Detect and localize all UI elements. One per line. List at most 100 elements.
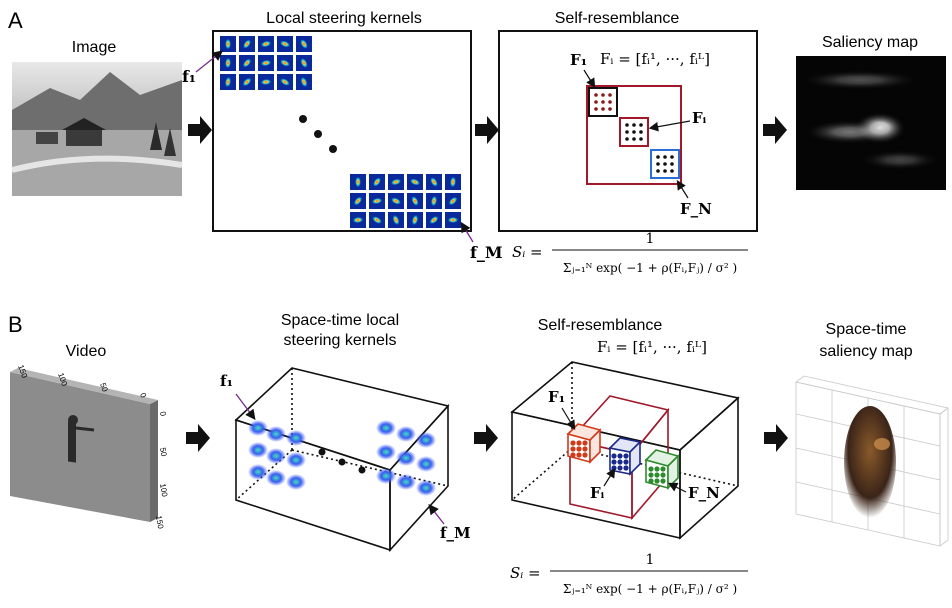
- arrow-b3: [764, 424, 788, 452]
- feature-dot: [639, 130, 643, 134]
- sr-title-b: Self-resemblance: [538, 317, 663, 334]
- label-Fi-a: Fᵢ: [692, 109, 707, 127]
- kernel-tile: [445, 193, 461, 209]
- kernel-tile: [369, 212, 385, 228]
- st-kernel-blob: [376, 444, 396, 460]
- pointer-f1-a: [195, 50, 224, 73]
- pointer-F1-b: [561, 407, 576, 431]
- st-kernel-blob: [376, 420, 396, 436]
- arrow-a3: [763, 116, 787, 144]
- svg-text:Σⱼ₌₁ᴺ exp( −1 + ρ(Fᵢ,Fⱼ) / σ²: Σⱼ₌₁ᴺ exp( −1 + ρ(Fᵢ,Fⱼ) / σ² ): [563, 582, 737, 596]
- label-fm-a: f_M: [470, 243, 503, 262]
- lsk-title: Local steering kernels: [266, 10, 422, 27]
- feature-dot: [576, 446, 582, 452]
- kernel-tile: [239, 55, 255, 71]
- kernel-tile: [239, 74, 255, 90]
- feature-dot: [608, 100, 612, 104]
- feature-dot: [576, 440, 582, 446]
- feature-dot: [663, 155, 667, 159]
- kernel-tile: [388, 174, 404, 190]
- kernel-tile: [350, 193, 366, 209]
- svg-text:50: 50: [158, 447, 169, 458]
- kernel-tile: [258, 36, 274, 52]
- st-kernel-blob: [416, 456, 436, 472]
- feature-dot: [608, 107, 612, 111]
- saliency-title-b-line2: saliency map: [819, 343, 912, 360]
- kernel-tile: [277, 36, 293, 52]
- svg-text:0: 0: [158, 411, 168, 417]
- kernel-tile: [407, 193, 423, 209]
- svg-text:100: 100: [56, 372, 69, 388]
- kernel-tile: [277, 74, 293, 90]
- svg-text:0: 0: [138, 392, 148, 400]
- formula-a: Sᵢ = 1 Σⱼ₌₁ᴺ exp( −1 + ρ(Fᵢ,Fⱼ) / σ² ): [512, 231, 748, 275]
- kernel-tile: [350, 174, 366, 190]
- kernel-tile: [388, 193, 404, 209]
- ellipsis-dot: [338, 458, 346, 466]
- ellipsis-dot: [314, 130, 322, 138]
- feature-dot: [623, 453, 629, 459]
- feature-dot: [594, 107, 598, 111]
- panel-b-letter: B: [8, 312, 23, 337]
- kernel-tile: [277, 55, 293, 71]
- kernel-tile: [239, 36, 255, 52]
- label-f1-a: f₁: [182, 67, 196, 86]
- feature-dot: [632, 130, 636, 134]
- feature-dot: [601, 93, 605, 97]
- formula-b: Sᵢ = 1 Σⱼ₌₁ᴺ exp( −1 + ρ(Fᵢ,Fⱼ) / σ² ): [510, 552, 748, 596]
- feature-dot: [601, 100, 605, 104]
- feature-dot: [582, 446, 588, 452]
- feature-dot: [632, 137, 636, 141]
- fi-box-a: [619, 117, 649, 147]
- feature-dot: [656, 155, 660, 159]
- kernel-grid-top: [220, 36, 312, 90]
- saliency-title-a: Saliency map: [822, 34, 918, 51]
- feature-dot: [670, 155, 674, 159]
- kernel-tile: [296, 36, 312, 52]
- feature-dot: [576, 452, 582, 458]
- st-kernel-blob: [266, 448, 286, 464]
- stlsk-title-line1: Space-time local: [281, 312, 399, 329]
- st-kernel-blob: [248, 464, 268, 480]
- st-kernels: [248, 420, 436, 496]
- video-title: Video: [66, 343, 107, 360]
- f1-cube-b: [566, 423, 602, 464]
- kernel-tile: [445, 212, 461, 228]
- svg-text:100: 100: [158, 483, 169, 498]
- feature-dot: [632, 123, 636, 127]
- feature-def-a: Fᵢ = [fᵢ¹, ···, fᵢᴸ]: [600, 50, 710, 68]
- feature-dot: [625, 130, 629, 134]
- pointer-Fi-b: [603, 467, 616, 487]
- kernel-tile: [220, 36, 236, 52]
- feature-dot: [660, 472, 666, 478]
- feature-def-b: Fᵢ = [fᵢ¹, ···, fᵢᴸ]: [597, 338, 707, 356]
- st-kernel-blob: [286, 474, 306, 490]
- feature-dot: [617, 453, 623, 459]
- st-kernel-blob: [396, 450, 416, 466]
- feature-dot: [663, 162, 667, 166]
- st-kernel-blob: [248, 442, 268, 458]
- feature-dot: [611, 465, 617, 471]
- pointer-FN-b: [667, 482, 687, 493]
- arrow-b1: [186, 424, 210, 452]
- kernel-tile: [369, 193, 385, 209]
- saliency-title-b-line1: Space-time: [826, 321, 907, 338]
- label-FN-a: F_N: [680, 200, 712, 218]
- feature-dot: [611, 453, 617, 459]
- feature-dot: [623, 465, 629, 471]
- svg-text:1: 1: [646, 552, 655, 568]
- landscape-image: [11, 62, 183, 196]
- feature-dot: [570, 440, 576, 446]
- arrow-b2: [474, 424, 498, 452]
- fi-cube-b: [608, 437, 642, 476]
- feature-dot: [639, 123, 643, 127]
- big-box-a: [586, 85, 682, 185]
- kernel-tile: [388, 212, 404, 228]
- svg-text:150: 150: [154, 515, 165, 530]
- svg-text:50: 50: [98, 382, 110, 394]
- st-kernel-blob: [416, 432, 436, 448]
- st-kernel-blob: [286, 452, 306, 468]
- feature-dot: [639, 137, 643, 141]
- label-F1-a: F₁: [570, 51, 587, 69]
- pointer-f1-b: [235, 393, 256, 421]
